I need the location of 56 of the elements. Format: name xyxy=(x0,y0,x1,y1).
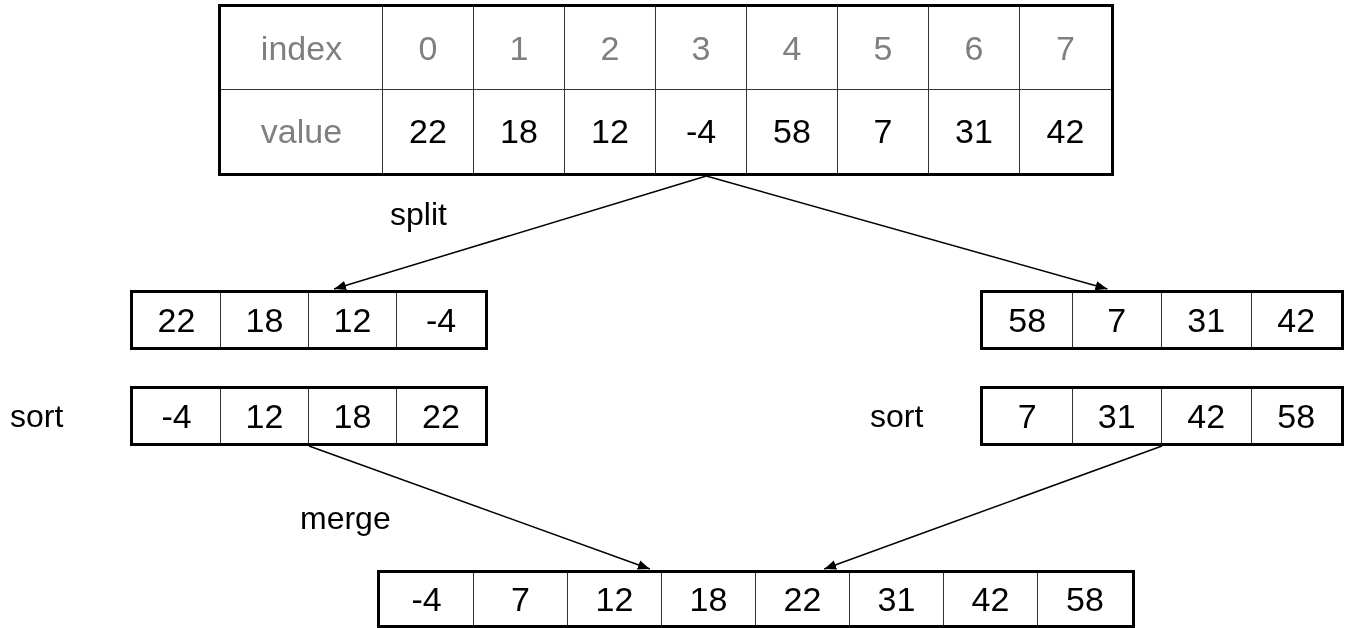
array-value: 7 xyxy=(474,573,568,625)
array-value: 42 xyxy=(1045,111,1086,152)
arrow xyxy=(333,175,708,291)
array-value: 58 xyxy=(1276,395,1317,437)
array-table xyxy=(130,290,488,350)
array-value: 12 xyxy=(568,573,662,625)
index-number: 4 xyxy=(747,7,838,90)
array-value: -4 xyxy=(656,90,747,173)
step-label: sort xyxy=(10,400,64,432)
array-value: 7 xyxy=(983,389,1073,443)
array-value: 31 xyxy=(929,90,1020,173)
index-number: 6 xyxy=(929,7,1020,90)
array-value: 31 xyxy=(1162,293,1252,347)
index-number: 3 xyxy=(656,7,747,90)
array-value: 22 xyxy=(383,90,474,173)
step-label: merge xyxy=(300,502,391,534)
array-value: 42 xyxy=(1276,299,1317,341)
array-value: 12 xyxy=(221,389,309,443)
array-value: 42 xyxy=(944,573,1038,625)
array-table xyxy=(218,4,1114,176)
array-value: 12 xyxy=(309,293,397,347)
array-value: 18 xyxy=(221,293,309,347)
array-value: 18 xyxy=(662,573,756,625)
array-value: -4 xyxy=(380,573,474,625)
array-value: 42 xyxy=(1162,389,1252,443)
array-value: 22 xyxy=(133,293,221,347)
array-value: 31 xyxy=(850,573,944,625)
step-label: split xyxy=(390,198,447,230)
array-value: 18 xyxy=(474,90,565,173)
array-value: 18 xyxy=(309,389,397,443)
array-value: 22 xyxy=(756,573,850,625)
array-table xyxy=(980,386,1344,446)
array-table xyxy=(377,570,1135,628)
array-table xyxy=(130,386,488,446)
array-value: 7 xyxy=(838,90,929,173)
array-value: 22 xyxy=(421,395,461,437)
index-number: 2 xyxy=(565,7,656,90)
index-number: 0 xyxy=(383,7,474,90)
row-header: value xyxy=(221,90,383,173)
row-header: index xyxy=(221,7,383,90)
arrow xyxy=(823,445,1163,570)
array-value: 58 xyxy=(747,90,838,173)
array-table xyxy=(980,290,1344,350)
array-value: -4 xyxy=(133,389,221,443)
arrow xyxy=(705,175,1109,291)
array-value: 58 xyxy=(1065,578,1105,620)
step-label: sort xyxy=(870,400,924,432)
array-value: 31 xyxy=(1072,389,1162,443)
array-value: -4 xyxy=(424,299,458,341)
array-value: 7 xyxy=(1072,293,1162,347)
index-number: 1 xyxy=(474,7,565,90)
array-value: 12 xyxy=(565,90,656,173)
index-number: 5 xyxy=(838,7,929,90)
index-number: 7 xyxy=(1020,7,1111,90)
array-value: 58 xyxy=(983,293,1073,347)
arrow xyxy=(308,445,651,570)
